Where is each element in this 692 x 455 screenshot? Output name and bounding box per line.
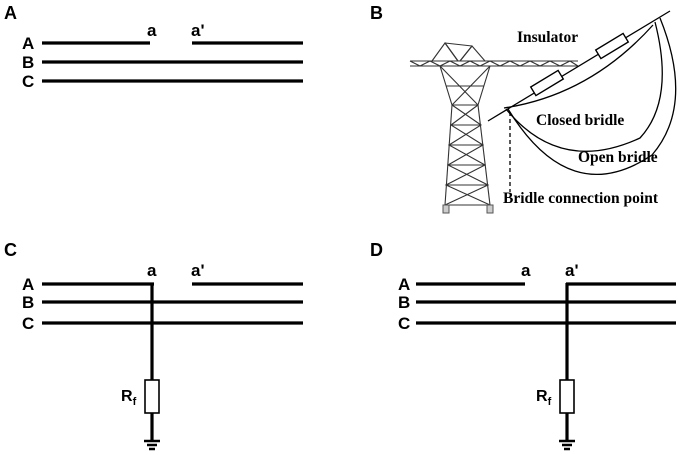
- phase-b-label: B: [22, 293, 34, 312]
- fault-resistor: [144, 379, 160, 414]
- point-a-label: a: [147, 21, 157, 40]
- fault-resistor: [559, 379, 575, 414]
- closed-bridle-curve: [505, 21, 663, 152]
- resistor-label: Rf: [536, 388, 552, 408]
- panel-d: D A B C a a' Rf: [370, 240, 676, 451]
- panel-d-label: D: [370, 240, 383, 260]
- point-a-label: a: [147, 261, 157, 280]
- phase-b-label: B: [398, 293, 410, 312]
- bridle-connection-point-label: Bridle connection point: [503, 190, 659, 207]
- point-a-label: a: [521, 261, 531, 280]
- insulator-label: Insulator: [517, 29, 578, 46]
- point-a-prime-label: a': [565, 261, 579, 280]
- point-a-prime-label: a': [191, 21, 205, 40]
- phase-a-label: A: [22, 275, 34, 294]
- panel-a: A A B C a a': [4, 3, 303, 91]
- point-a-prime-label: a': [191, 261, 205, 280]
- phase-a-label: A: [398, 275, 410, 294]
- transmission-tower: [409, 42, 579, 214]
- phase-c-label: C: [398, 314, 410, 333]
- ground-icon: [559, 439, 575, 451]
- closed-bridle-label: Closed bridle: [536, 112, 624, 129]
- panel-b-label: B: [370, 3, 383, 23]
- open-bridle-curve: [507, 17, 677, 176]
- ground-icon: [144, 439, 160, 451]
- resistor-label: Rf: [121, 388, 137, 408]
- insulator-string: [487, 10, 671, 122]
- phase-c-label: C: [22, 72, 34, 91]
- phase-c-label: C: [22, 314, 34, 333]
- panel-c-label: C: [4, 240, 17, 260]
- phase-a-label: A: [22, 34, 34, 53]
- bridle-upper-curve: [503, 24, 654, 109]
- panel-c: C A B C a a' Rf: [4, 240, 303, 451]
- panel-a-label: A: [4, 3, 17, 23]
- phase-b-label: B: [22, 53, 34, 72]
- open-bridle-label: Open bridle: [578, 149, 658, 166]
- panel-b: B: [370, 3, 677, 214]
